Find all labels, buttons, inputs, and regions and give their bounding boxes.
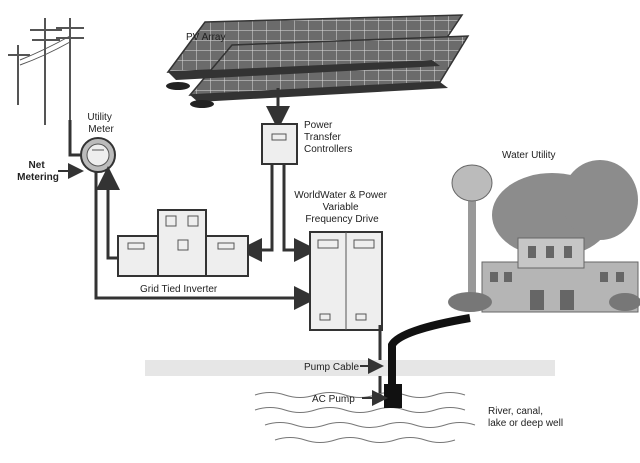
grid-tied-inverter-label: Grid Tied Inverter — [140, 284, 218, 295]
vfd-label-line-2: Variable — [323, 202, 359, 213]
utility-pole-icon — [8, 18, 84, 150]
water-utility-label: Water Utility — [502, 150, 556, 161]
water-source-ground — [145, 360, 555, 443]
pv-array — [166, 14, 470, 108]
vfd-label: WorldWater & Power Variable Frequency Dr… — [294, 190, 390, 225]
vfd-label-line-1: WorldWater & Power — [294, 190, 387, 201]
net-metering-label-line-2: Metering — [17, 172, 59, 183]
vfd-label-line-3: Frequency Drive — [305, 214, 379, 225]
utility-meter-label: Utility Meter — [87, 112, 114, 135]
grid-tied-inverter-unit — [117, 209, 249, 277]
water-source-label: River, canal, lake or deep well — [488, 406, 563, 429]
utility-meter-icon — [80, 137, 116, 173]
ptc-label-line-3: Controllers — [304, 144, 352, 155]
water-tower-icon — [451, 164, 493, 300]
pv-array-label: PV Array — [186, 32, 225, 43]
net-metering-label-line-1: Net — [29, 160, 46, 171]
power-transfer-controllers-label: Power Transfer Controllers — [304, 120, 352, 155]
utility-meter-label-line-2: Meter — [88, 124, 114, 135]
ac-pump-label: AC Pump — [312, 394, 355, 405]
water-source-label-line-1: River, canal, — [488, 406, 543, 417]
net-metering-label: Net Metering — [17, 160, 59, 183]
utility-meter-label-line-1: Utility — [87, 112, 111, 123]
ptc-label-line-1: Power — [304, 120, 333, 131]
water-utility-scene — [448, 160, 640, 313]
pump-cable-label: Pump Cable — [304, 362, 359, 373]
water-source-label-line-2: lake or deep well — [488, 418, 563, 429]
power-transfer-controllers-box — [261, 123, 298, 165]
variable-frequency-drive-cabinet — [309, 231, 383, 331]
ac-pump — [384, 384, 402, 408]
ptc-label-line-2: Transfer — [304, 132, 342, 143]
